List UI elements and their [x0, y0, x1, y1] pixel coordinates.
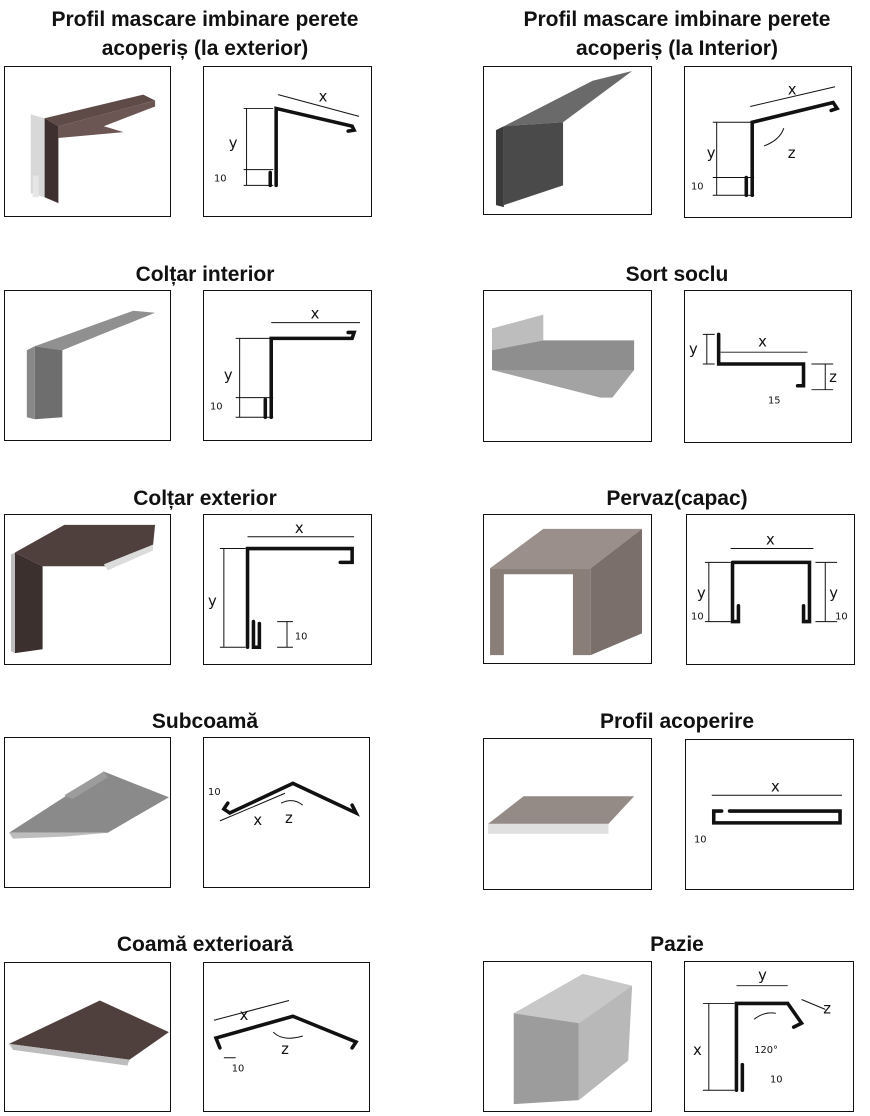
- profile-photo-8: [483, 738, 652, 890]
- profile-drawing-6: x y y 10 10: [686, 514, 855, 665]
- dim-z-label: z: [829, 369, 837, 386]
- profile-photo-2: [483, 66, 652, 215]
- dim-x-label: x: [766, 532, 775, 549]
- profile-title-2: Profil mascare imbinare perete acoperiș …: [523, 8, 831, 60]
- dim-h-left-label: 10: [691, 612, 704, 623]
- dim-h-label: 10: [691, 181, 704, 192]
- dim-y-label: y: [707, 145, 716, 162]
- profile-photo-10: [483, 961, 652, 1112]
- dim-y-label: y: [208, 593, 217, 610]
- dim-x-label: x: [319, 89, 328, 106]
- profile-photo-9: [4, 962, 171, 1112]
- dim-h-label: 10: [770, 1074, 783, 1085]
- profile-photo-7: [4, 737, 171, 888]
- dim-x-label: x: [771, 778, 780, 795]
- dim-x-label: x: [311, 306, 320, 323]
- dim-y-label: y: [229, 135, 238, 152]
- dim-x-label: x: [788, 82, 797, 99]
- dim-x-label: x: [758, 333, 767, 350]
- dim-z-label: z: [281, 1041, 289, 1058]
- profile-drawing-3: y 10 x: [203, 290, 372, 441]
- profile-photo-3: [4, 290, 171, 441]
- dim-x-label: x: [253, 812, 262, 829]
- dim-h-label: 10: [214, 173, 227, 184]
- profile-title-5: Colțar exterior: [133, 487, 277, 510]
- profile-drawing-8: x 10: [685, 739, 854, 890]
- profile-title-10: Pazie: [650, 933, 704, 956]
- dim-x-label: x: [240, 1007, 249, 1024]
- dim-h-label: 10: [295, 631, 308, 642]
- profile-photo-4: [483, 290, 652, 442]
- dim-y-label: y: [689, 341, 698, 358]
- profile-drawing-9: x z 10: [203, 962, 370, 1112]
- profile-title-4: Sort soclu: [625, 263, 729, 286]
- dim-h-label: 15: [768, 396, 781, 407]
- profile-photo-6: [483, 514, 652, 664]
- profile-title-7: Subcoamă: [151, 710, 259, 733]
- profile-drawing-5: y x 10: [203, 514, 372, 665]
- dim-x-label: x: [295, 520, 304, 537]
- dim-z-label: z: [823, 1000, 831, 1017]
- profile-drawing-1: y 10 x: [203, 66, 372, 217]
- profile-drawing-7: x z 10: [203, 737, 370, 888]
- profile-title-8: Profil acoperire: [599, 710, 755, 733]
- dim-x-label: x: [693, 1042, 702, 1059]
- profile-photo-5: [4, 514, 171, 665]
- dim-y-right-label: y: [829, 585, 838, 602]
- profile-title-6: Pervaz(capac): [606, 487, 748, 510]
- dim-h-label: 10: [232, 1064, 245, 1075]
- profile-drawing-2: y 10 x z: [684, 66, 852, 218]
- dim-h-label: 10: [210, 401, 223, 412]
- dim-y-label: y: [758, 967, 767, 984]
- dim-y-left-label: y: [697, 585, 706, 602]
- dim-z-label: z: [285, 810, 293, 827]
- dim-y-label: y: [224, 367, 233, 384]
- profile-title-1: Profil mascare imbinare perete acoperiș …: [51, 8, 359, 60]
- profile-title-3: Colțar interior: [135, 263, 275, 286]
- dim-h-label: 10: [208, 787, 221, 798]
- profile-title-9: Coamă exterioară: [116, 933, 294, 956]
- dim-h-right-label: 10: [835, 612, 848, 623]
- dim-z-label: z: [788, 145, 796, 162]
- profile-photo-1: [4, 66, 171, 217]
- profile-drawing-10: x y z 120° 10: [684, 961, 854, 1112]
- dim-angle-label: 120°: [754, 1045, 778, 1056]
- dim-h-label: 10: [694, 835, 707, 846]
- profile-drawing-4: y x z 15: [684, 290, 852, 443]
